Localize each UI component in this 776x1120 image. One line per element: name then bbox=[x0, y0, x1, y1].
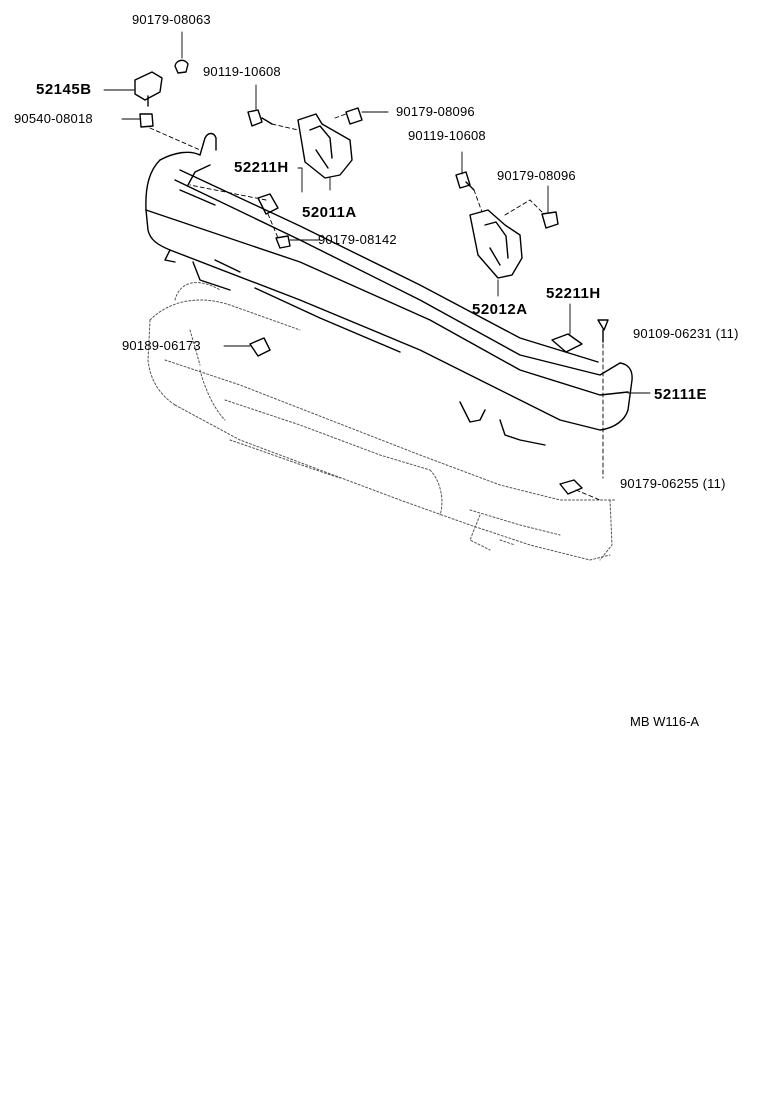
fasteners bbox=[139, 59, 609, 495]
part-label-90119-10608-right: 90119-10608 bbox=[408, 128, 486, 143]
part-label-52012A: 52012A bbox=[472, 301, 528, 318]
part-label-90179-08063: 90179-08063 bbox=[132, 12, 211, 27]
leader-lines bbox=[103, 31, 651, 394]
bumper-cover-52111E bbox=[145, 132, 633, 446]
part-label-90179-06255: 90179-06255 (11) bbox=[620, 476, 726, 491]
part-label-52145B: 52145B bbox=[36, 81, 92, 98]
part-label-90179-08096-right: 90179-08096 bbox=[497, 168, 576, 183]
figure-reference-code: MB W116-A bbox=[630, 714, 700, 729]
part-label-90189-06173: 90189-06173 bbox=[122, 338, 201, 353]
part-label-90119-10608-left: 90119-10608 bbox=[203, 64, 281, 79]
part-label-52111E: 52111E bbox=[654, 386, 708, 403]
bracket-52011A bbox=[297, 113, 353, 179]
part-label-52211H-right: 52211H bbox=[546, 285, 601, 302]
bracket-52012A bbox=[469, 209, 523, 279]
part-label-52211H-left: 52211H bbox=[234, 159, 289, 176]
assembly-lines bbox=[149, 113, 604, 501]
part-label-90179-08096-left: 90179-08096 bbox=[396, 104, 475, 119]
part-label-52011A: 52011A bbox=[302, 204, 357, 221]
part-label-90179-08142: 90179-08142 bbox=[318, 232, 397, 247]
part-label-90109-06231: 90109-06231 (11) bbox=[633, 326, 739, 341]
part-label-90540-08018: 90540-08018 bbox=[14, 111, 93, 126]
bracket-52145B bbox=[134, 71, 163, 107]
vehicle-body-outline bbox=[147, 282, 616, 561]
